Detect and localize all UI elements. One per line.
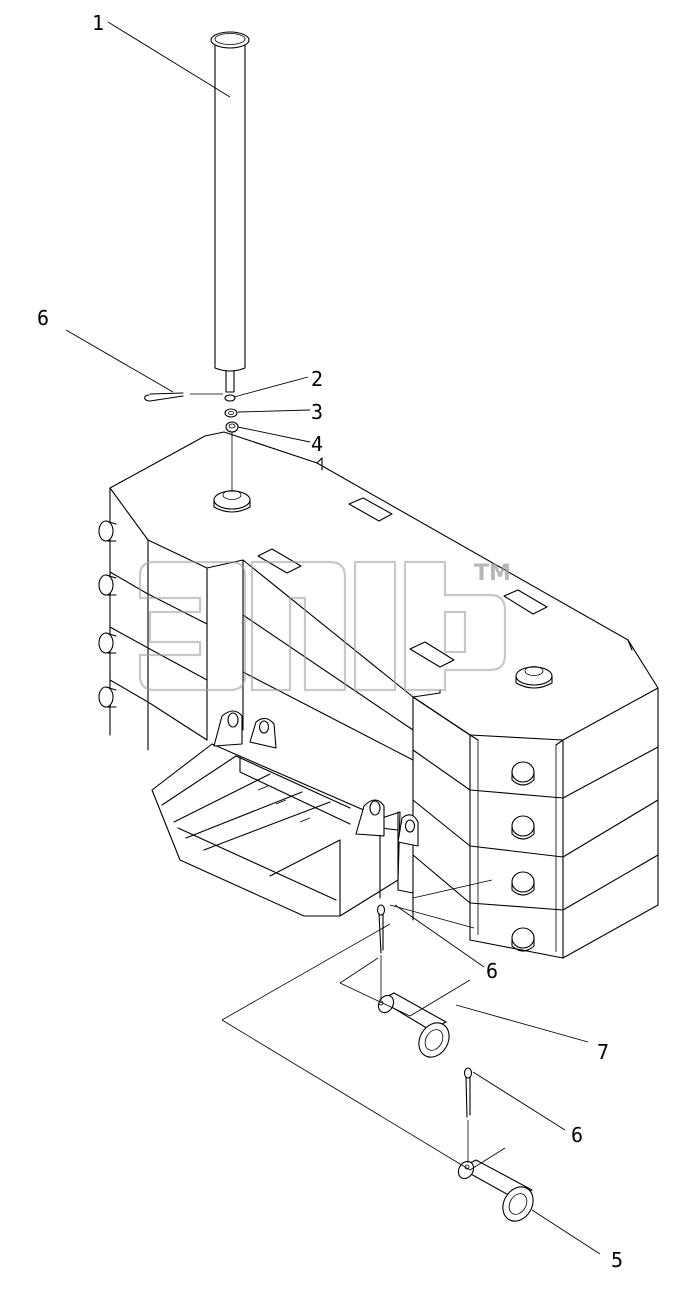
callout-3: 3 [311, 400, 323, 424]
part-7-sleeve-pin [377, 992, 450, 1058]
cotter-pin-upper [144, 392, 223, 402]
knob-right-3 [511, 871, 535, 896]
knob-left-1 [98, 520, 117, 542]
knob-right-4 [511, 927, 535, 952]
bracket-lug-right [355, 799, 419, 847]
knob-right-1 [511, 761, 535, 786]
knob-left-4 [98, 686, 117, 708]
callout-6-upper: 6 [37, 306, 49, 330]
callout-6-lower: 6 [571, 1123, 583, 1147]
mounting-bracket [151, 710, 419, 917]
part-5-sleeve-pin [457, 1159, 534, 1222]
cotter-pin-lower [463, 1067, 473, 1163]
callout-6-middle: 6 [486, 959, 498, 983]
knob-left-2 [98, 574, 117, 596]
knob-right-2 [511, 815, 535, 840]
watermark-tm: TM [474, 561, 511, 586]
bracket-lug-left [213, 710, 277, 749]
part-3-ring [224, 408, 238, 418]
part-4-nut [225, 421, 239, 433]
counterweight-body [98, 431, 659, 959]
part-1-pipe [210, 31, 250, 393]
leader-lines [65, 21, 601, 1255]
callout-2: 2 [311, 367, 323, 391]
watermark-logo: TM [138, 560, 511, 692]
callout-5: 5 [611, 1248, 623, 1272]
callout-7: 7 [597, 1040, 609, 1064]
callout-4: 4 [311, 432, 323, 456]
knob-left-3 [98, 632, 117, 654]
part-2-washer [224, 394, 236, 402]
cotter-pin-middle [376, 904, 386, 1000]
callout-1: 1 [92, 11, 104, 35]
